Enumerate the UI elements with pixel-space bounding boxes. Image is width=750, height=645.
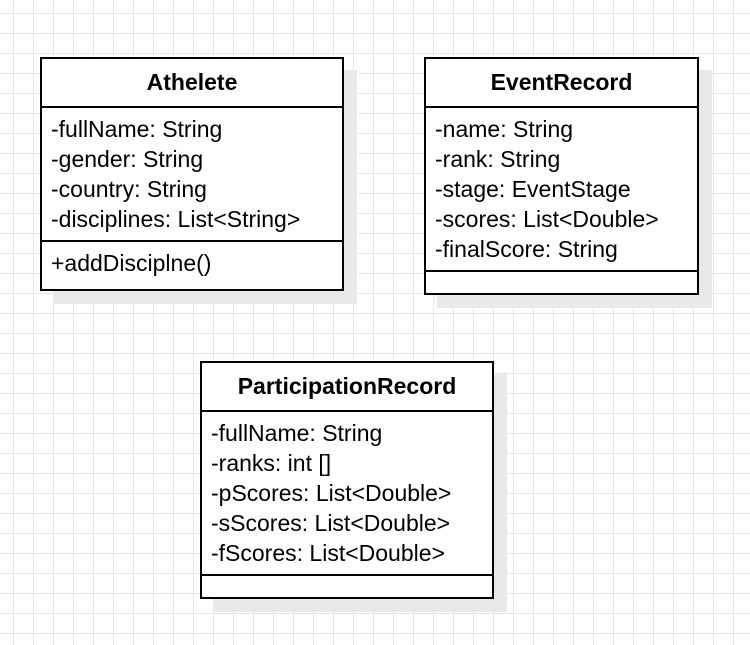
class-eventrecord-attributes: -name: String -rank: String -stage: Even…	[426, 108, 697, 270]
attribute: -scores: List<Double>	[435, 206, 659, 232]
attribute: -country: String	[51, 176, 207, 202]
operation: +addDisciplne()	[51, 250, 212, 276]
class-eventrecord-name: EventRecord	[426, 59, 697, 108]
class-participationrecord-operations	[202, 574, 492, 594]
class-participationrecord[interactable]: ParticipationRecord -fullName: String -r…	[200, 361, 494, 599]
attribute: -stage: EventStage	[435, 176, 631, 202]
class-athelete[interactable]: Athelete -fullName: String -gender: Stri…	[40, 57, 344, 291]
class-athelete-attributes: -fullName: String -gender: String -count…	[42, 108, 342, 240]
attribute: -finalScore: String	[435, 236, 618, 262]
attribute: -fullName: String	[211, 420, 383, 446]
class-participationrecord-attributes: -fullName: String -ranks: int [] -pScore…	[202, 412, 492, 574]
attribute: -gender: String	[51, 146, 204, 172]
attribute: -pScores: List<Double>	[211, 480, 452, 506]
attribute: -disciplines: List<String>	[51, 206, 301, 232]
attribute: -sScores: List<Double>	[211, 510, 451, 536]
class-participationrecord-name: ParticipationRecord	[202, 363, 492, 412]
class-eventrecord[interactable]: EventRecord -name: String -rank: String …	[424, 57, 699, 295]
attribute: -rank: String	[435, 146, 561, 172]
attribute: -fScores: List<Double>	[211, 540, 445, 566]
class-eventrecord-operations	[426, 270, 697, 290]
class-athelete-operations: +addDisciplne()	[42, 240, 342, 284]
attribute: -fullName: String	[51, 116, 223, 142]
attribute: -ranks: int []	[211, 450, 332, 476]
class-athelete-name: Athelete	[42, 59, 342, 108]
attribute: -name: String	[435, 116, 574, 142]
